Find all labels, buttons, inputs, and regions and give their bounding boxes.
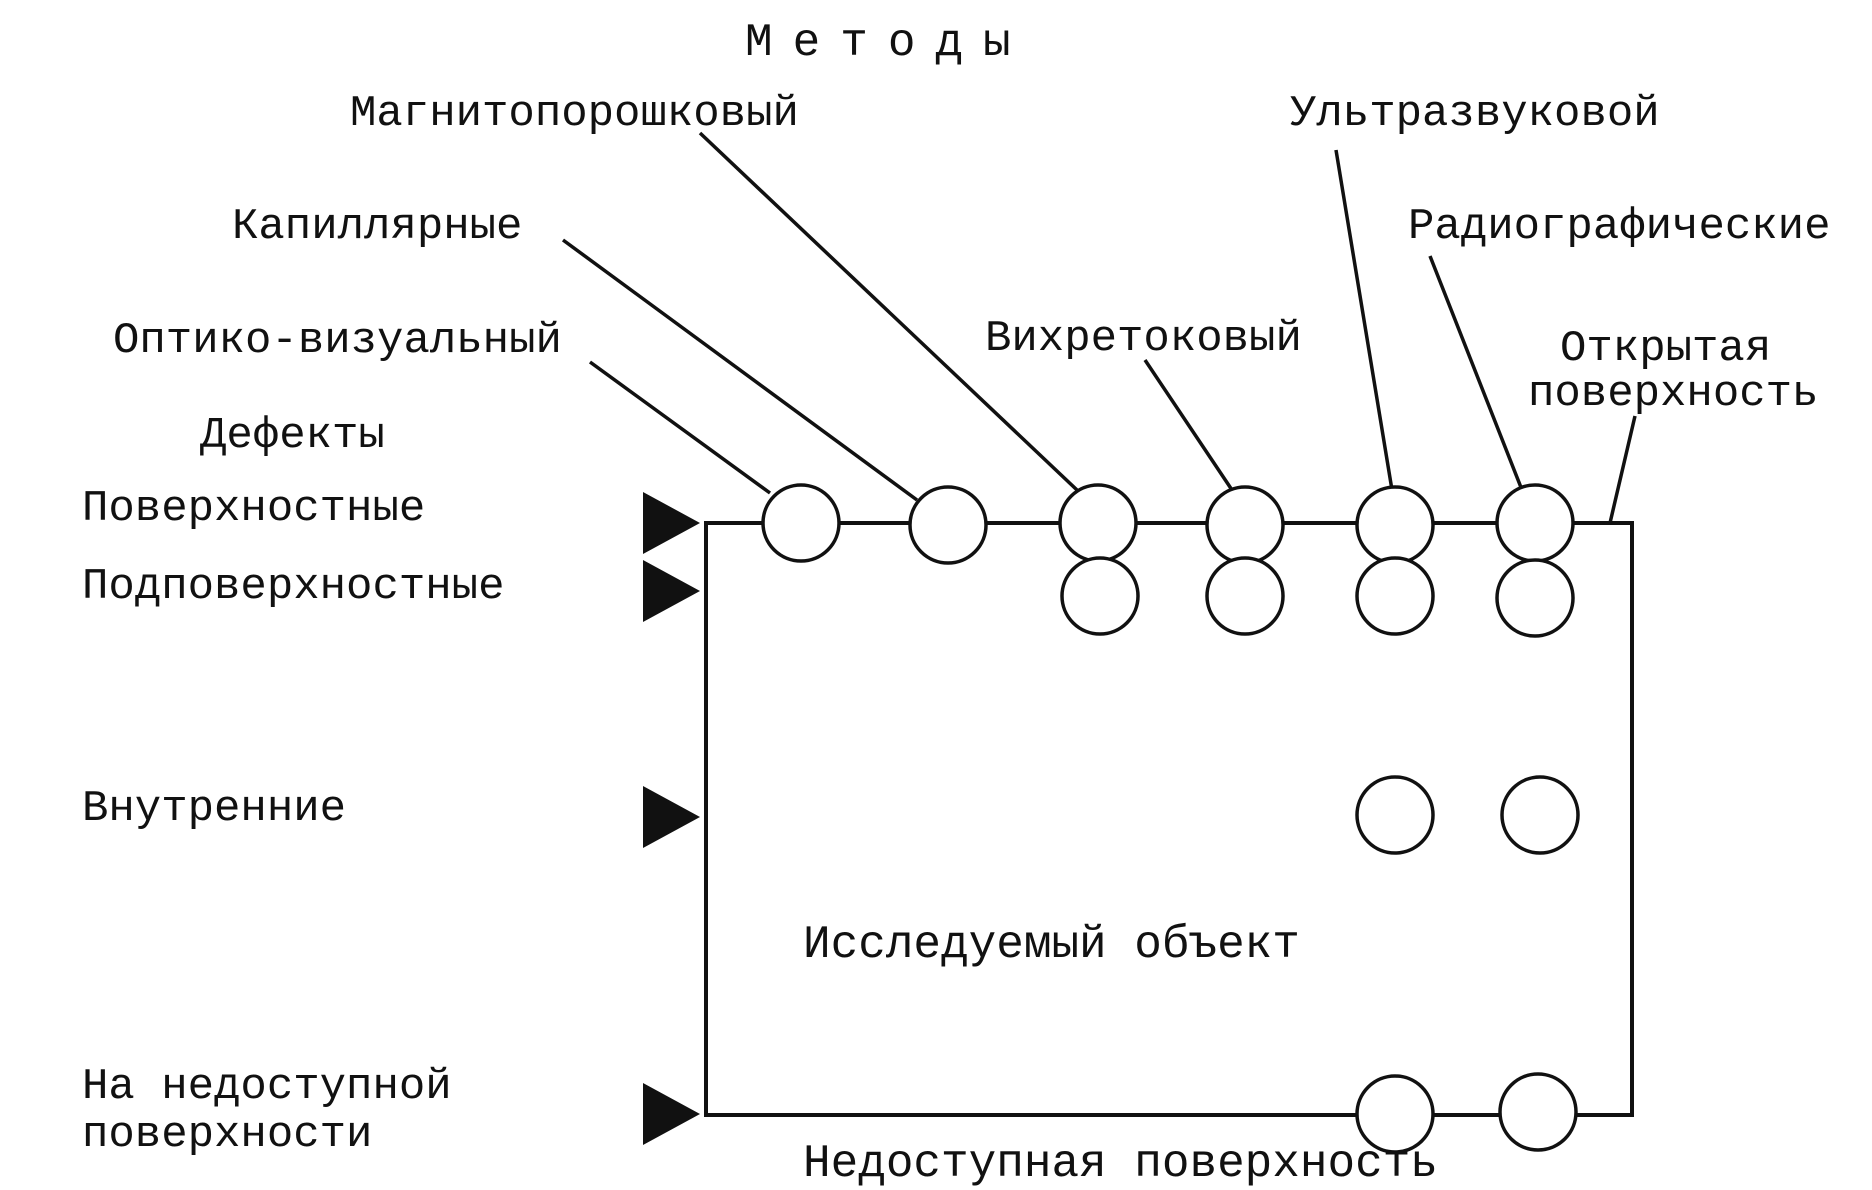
node-surface-magnetic (1058, 483, 1138, 563)
node-internal-radiographic (1500, 775, 1580, 855)
node-inaccessible-ultrasonic (1355, 1074, 1435, 1154)
defect-label-inaccessible-line1: На недоступной (82, 1062, 452, 1112)
method-label-magnetic: Магнитопорошковый (350, 89, 799, 139)
method-label-capillary: Капиллярные (232, 202, 522, 252)
diagram-title: Методы (745, 17, 1031, 69)
leader-radiographic (1428, 255, 1524, 491)
node-subsurface-ultrasonic (1355, 556, 1435, 636)
node-surface-capillary (908, 485, 988, 565)
leader-eddy (1143, 359, 1234, 491)
leader-ultrasonic (1334, 149, 1394, 491)
node-subsurface-radiographic (1495, 558, 1575, 638)
marker-subsurface (643, 560, 700, 622)
object-label: Исследуемый объект (803, 919, 1300, 971)
open-surface-label-line1: Открытая (1560, 324, 1771, 374)
defect-label-inaccessible-line2: поверхности (82, 1110, 372, 1160)
node-internal-ultrasonic (1355, 775, 1435, 855)
node-subsurface-eddy (1205, 556, 1285, 636)
method-label-radiographic: Радиографические (1408, 202, 1830, 252)
defect-label-internal: Внутренние (82, 784, 346, 834)
marker-surface (643, 492, 700, 554)
node-inaccessible-radiographic (1498, 1072, 1578, 1152)
leader-capillary (561, 238, 919, 502)
method-label-ultrasonic: Ультразвуковой (1290, 89, 1660, 139)
leader-open-surface (1608, 415, 1637, 524)
defects-heading: Дефекты (200, 411, 385, 461)
inaccessible-surface-label: Недоступная поверхность (803, 1138, 1438, 1190)
defect-label-subsurface: Подповерхностные (82, 562, 504, 612)
marker-inaccessible (643, 1083, 700, 1145)
leader-optical (588, 360, 772, 495)
node-surface-optical (761, 483, 841, 563)
defect-label-surface: Поверхностные (82, 484, 425, 534)
method-label-optical: Оптико-визуальный (113, 316, 562, 366)
node-surface-radiographic (1495, 483, 1575, 563)
node-surface-eddy (1205, 485, 1285, 565)
object-outline (704, 521, 1634, 1117)
open-surface-label-line2: поверхность (1528, 369, 1818, 419)
leader-magnetic (698, 131, 1079, 492)
node-surface-ultrasonic (1355, 485, 1435, 565)
node-subsurface-magnetic (1060, 556, 1140, 636)
marker-internal (643, 786, 700, 848)
method-label-eddy: Вихретоковый (985, 314, 1302, 364)
